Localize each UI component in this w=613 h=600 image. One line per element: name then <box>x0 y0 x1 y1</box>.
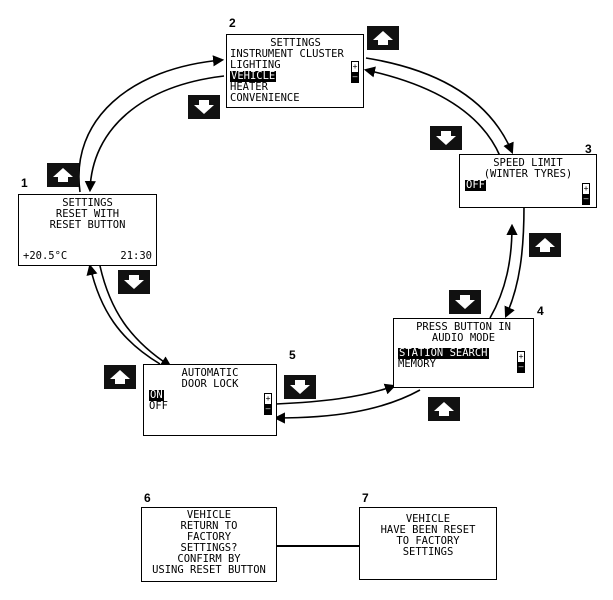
screen-6-line: USING RESET BUTTON <box>152 564 266 576</box>
menu-item-station-search-selected[interactable]: STATION SEARCH <box>398 347 489 359</box>
screen-3-line: (WINTER TYRES) <box>483 168 573 180</box>
arrow-4-to-5 <box>273 389 421 424</box>
screen-1-settings-reset: SETTINGS RESET WITH RESET BUTTON +20.5°C… <box>18 194 157 266</box>
down-arrow-icon <box>436 131 456 145</box>
down-arrow-icon <box>124 275 144 289</box>
screen-6-line: SETTINGS? <box>180 542 238 554</box>
plus-icon: + <box>352 62 358 71</box>
down-arrow-icon <box>194 100 214 114</box>
down-button[interactable] <box>449 290 481 314</box>
menu-item-convenience[interactable]: CONVENIENCE <box>230 92 300 104</box>
screen-2-title: SETTINGS <box>270 37 321 49</box>
screen-5-line: AUTOMATIC <box>181 367 239 379</box>
screen-6-line: RETURN TO <box>180 520 238 532</box>
up-arrow-icon <box>535 238 555 252</box>
screen-6-line: VEHICLE <box>186 509 232 521</box>
screen-3-line: SPEED LIMIT <box>493 157 563 169</box>
minus-icon: – <box>352 72 358 82</box>
down-button[interactable] <box>284 375 316 399</box>
menu-item-instrument-cluster[interactable]: INSTRUMENT CLUSTER <box>230 48 344 60</box>
minus-icon: – <box>583 194 589 204</box>
arrow-5-to-4 <box>275 383 397 405</box>
arrow-3-to-2 <box>363 66 501 157</box>
step-number-5: 5 <box>289 348 296 362</box>
screen-1-line: RESET BUTTON <box>49 219 126 231</box>
screen-5-line: DOOR LOCK <box>181 378 239 390</box>
step-number-2: 2 <box>229 16 236 30</box>
screen-6-line: FACTORY <box>186 531 232 543</box>
up-button[interactable] <box>367 26 399 50</box>
down-button[interactable] <box>188 95 220 119</box>
temperature-readout: +20.5°C <box>23 250 68 262</box>
screen-7-line: TO FACTORY <box>396 535 460 547</box>
plus-icon: + <box>265 394 271 403</box>
arrow-2-to-3 <box>365 57 514 155</box>
screen-5-door-lock: AUTOMATIC DOOR LOCK ON OFF + – <box>143 364 277 436</box>
down-button[interactable] <box>118 270 150 294</box>
screen-4-audio-mode: PRESS BUTTON IN AUDIO MODE STATION SEARC… <box>393 318 534 388</box>
screen-1-line: SETTINGS <box>62 197 113 209</box>
down-button[interactable] <box>430 126 462 150</box>
screen-6-line: CONFIRM BY <box>177 553 241 565</box>
down-arrow-icon <box>290 380 310 394</box>
plus-icon: + <box>518 352 524 361</box>
arrow-4-to-3 <box>489 223 518 319</box>
minus-icon: – <box>265 404 271 414</box>
arrow-3-to-4 <box>504 205 525 319</box>
screen-2-settings-menu: SETTINGS INSTRUMENT CLUSTER LIGHTING VEH… <box>226 34 364 108</box>
up-button[interactable] <box>428 397 460 421</box>
screen-1-line: RESET WITH <box>55 208 120 220</box>
up-button[interactable] <box>529 233 561 257</box>
screen-7-line: VEHICLE <box>405 513 451 525</box>
up-arrow-icon <box>53 168 73 182</box>
up-arrow-icon <box>434 402 454 416</box>
step-number-1: 1 <box>21 176 28 190</box>
option-off[interactable]: OFF <box>149 400 168 412</box>
screen-7-line: SETTINGS <box>402 546 454 558</box>
menu-item-memory[interactable]: MEMORY <box>398 358 436 370</box>
screen-4-line: PRESS BUTTON IN <box>416 321 511 333</box>
plus-icon: + <box>583 184 589 193</box>
minus-icon: – <box>518 362 524 372</box>
step-number-7: 7 <box>362 491 369 505</box>
plus-minus-indicator: + – <box>264 393 272 415</box>
up-button[interactable] <box>47 163 79 187</box>
menu-item-heater[interactable]: HEATER <box>230 81 268 93</box>
screen-6-factory-reset-confirm: VEHICLE RETURN TO FACTORY SETTINGS? CONF… <box>141 507 277 582</box>
down-arrow-icon <box>455 295 475 309</box>
arrow-1-to-2 <box>78 55 225 193</box>
screen-3-speed-limit: SPEED LIMIT (WINTER TYRES) OFF + – <box>459 154 597 208</box>
speed-limit-value[interactable]: OFF <box>465 179 486 191</box>
plus-minus-indicator: + – <box>351 61 359 83</box>
option-on-selected[interactable]: ON <box>149 389 164 401</box>
arrow-5-to-1 <box>86 263 161 365</box>
menu-item-lighting[interactable]: LIGHTING <box>230 59 281 71</box>
step-number-6: 6 <box>144 491 151 505</box>
screen-4-line: AUDIO MODE <box>431 332 496 344</box>
menu-item-vehicle-selected[interactable]: VEHICLE <box>230 70 277 82</box>
plus-minus-indicator: + – <box>582 183 590 205</box>
up-button[interactable] <box>104 365 136 389</box>
up-arrow-icon <box>373 31 393 45</box>
step-number-4: 4 <box>537 304 544 318</box>
clock-readout: 21:30 <box>120 250 152 262</box>
plus-minus-indicator: + – <box>517 351 525 373</box>
screen-7-line: HAVE BEEN RESET <box>380 524 476 536</box>
screen-7-reset-done: VEHICLE HAVE BEEN RESET TO FACTORY SETTI… <box>359 507 497 580</box>
step-number-3: 3 <box>585 142 592 156</box>
arrow-1-to-5 <box>99 265 172 368</box>
up-arrow-icon <box>110 370 130 384</box>
arrow-2-to-1 <box>84 75 225 193</box>
